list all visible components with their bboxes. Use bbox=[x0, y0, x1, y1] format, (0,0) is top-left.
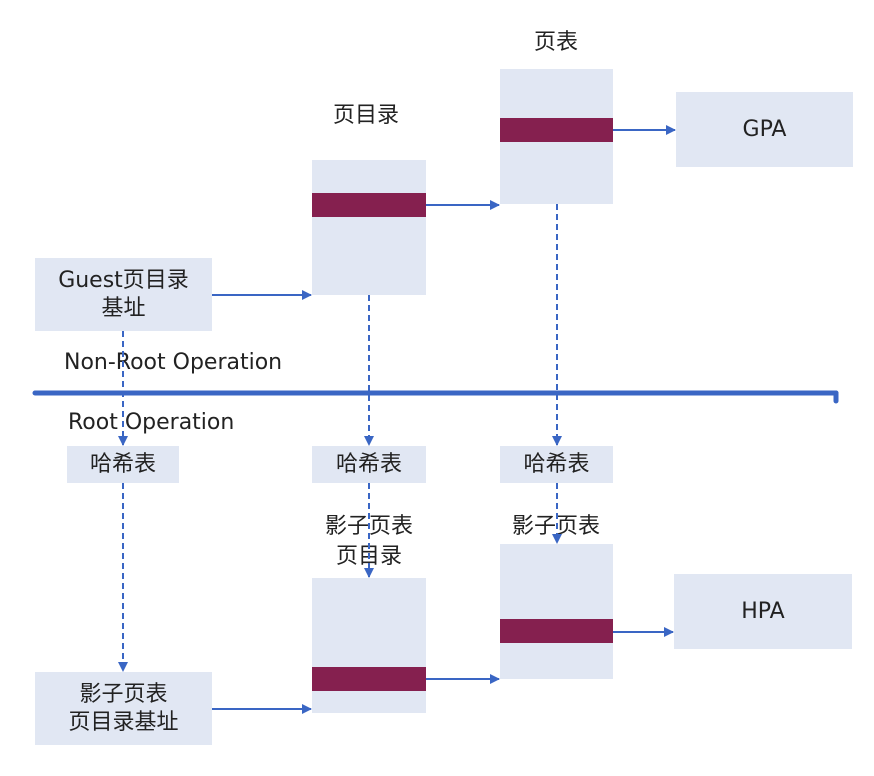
guest-page-directory bbox=[312, 160, 426, 295]
shadow-page-directory-entry bbox=[312, 667, 426, 691]
shadow-page-table-entry bbox=[500, 619, 613, 643]
hpa-label: HPA bbox=[741, 598, 785, 624]
guest-pd-base-label-line2: 基址 bbox=[101, 295, 146, 321]
hash-table-1: 哈希表 bbox=[67, 446, 179, 483]
hash-table-1-label: 哈希表 bbox=[89, 451, 156, 477]
hpa-box: HPA bbox=[674, 574, 852, 649]
root-operation-label: Root Operation bbox=[68, 410, 235, 435]
guest-page-directory-entry bbox=[312, 193, 426, 217]
hash-table-2-label: 哈希表 bbox=[335, 451, 402, 477]
hash-table-3-label: 哈希表 bbox=[523, 451, 590, 477]
page-table-label: 页表 bbox=[533, 30, 578, 55]
guest-page-table-entry bbox=[500, 118, 613, 142]
guest-pd-base-label-line1: Guest页目录 bbox=[58, 267, 189, 293]
gpa-label: GPA bbox=[742, 116, 787, 142]
shadow-pd-base-label-line2: 页目录基址 bbox=[68, 709, 179, 735]
shadow-page-table bbox=[500, 544, 613, 679]
shadow-pd-base-label-line1: 影子页表 bbox=[79, 681, 168, 707]
guest-pd-base-box: Guest页目录 基址 bbox=[35, 258, 212, 331]
shadow-pd-base-box: 影子页表 页目录基址 bbox=[35, 672, 212, 745]
page-directory-label: 页目录 bbox=[332, 103, 399, 128]
gpa-box: GPA bbox=[676, 92, 853, 167]
hash-table-2: 哈希表 bbox=[312, 446, 426, 483]
hash-table-3: 哈希表 bbox=[500, 446, 613, 483]
non-root-operation-label: Non-Root Operation bbox=[64, 350, 283, 375]
